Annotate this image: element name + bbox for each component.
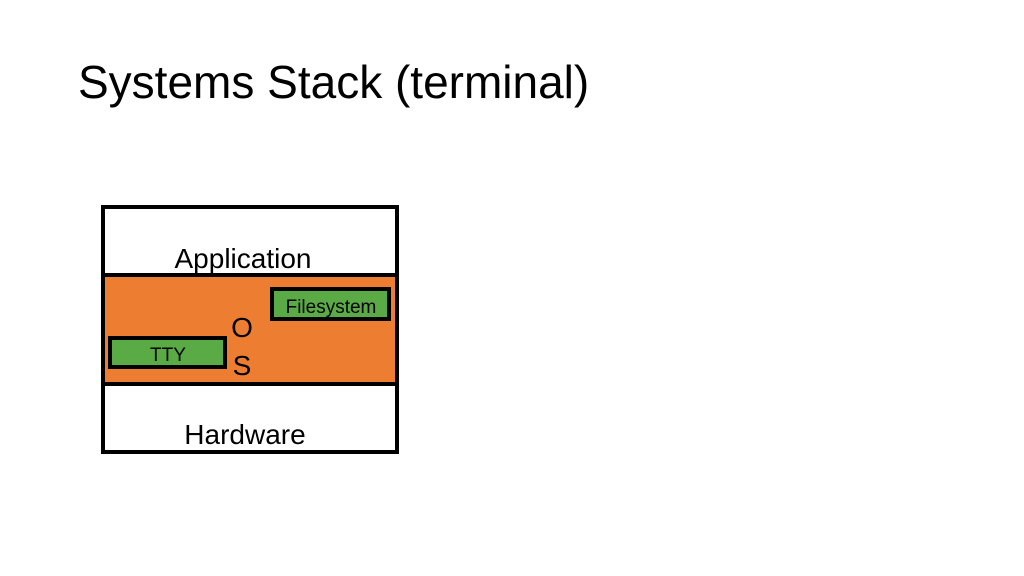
tty-label: TTY — [150, 345, 186, 366]
application-label: Application — [175, 243, 312, 274]
hardware-label: Hardware — [184, 419, 305, 450]
filesystem-component — [270, 287, 391, 321]
os-label-o: O — [231, 312, 253, 343]
application-layer — [101, 205, 399, 277]
tty-component — [108, 336, 227, 369]
filesystem-label: Filesystem — [286, 297, 377, 318]
slide-title: Systems Stack (terminal) — [78, 56, 590, 108]
os-label-s: S — [233, 350, 252, 381]
hardware-layer — [101, 382, 399, 454]
